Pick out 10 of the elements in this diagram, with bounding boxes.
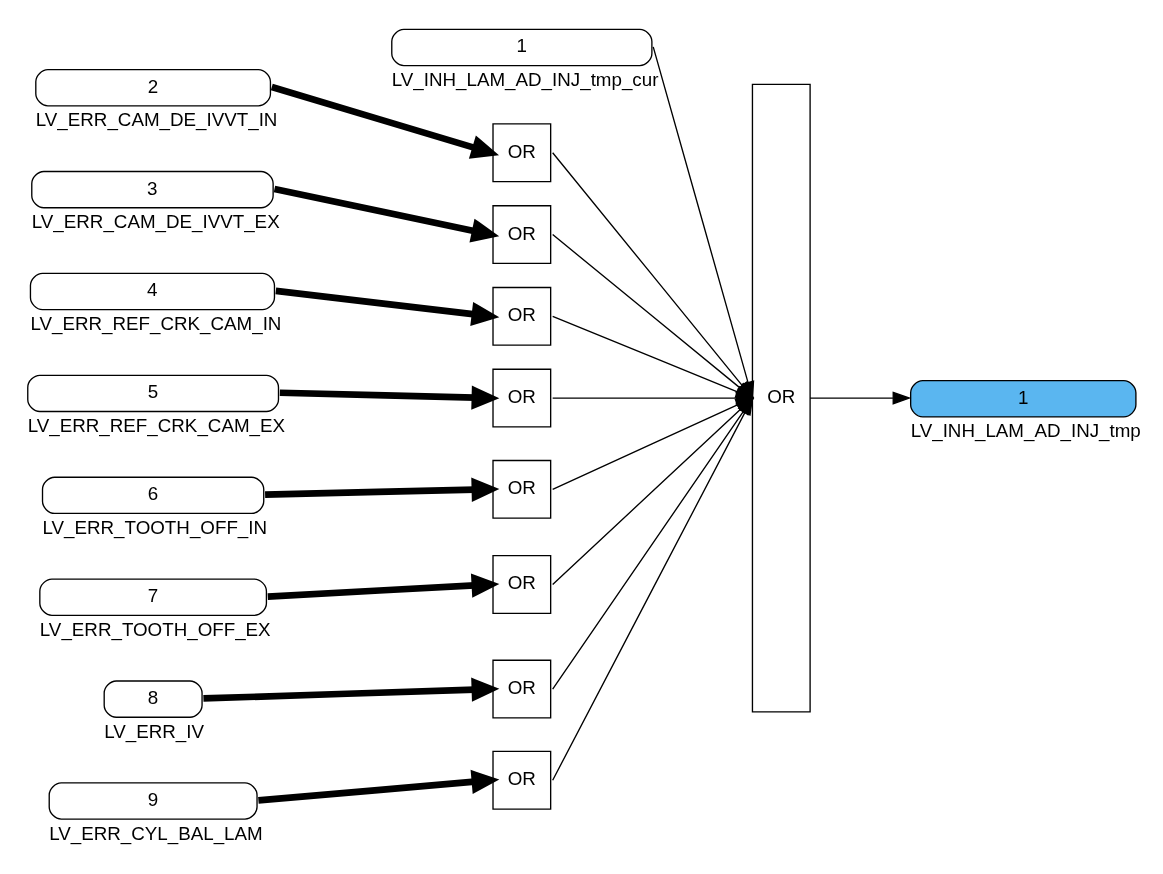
node-label: LV_ERR_REF_CRK_CAM_IN	[30, 313, 282, 335]
node-label: LV_ERR_TOOTH_OFF_EX	[39, 618, 271, 640]
node-label: LV_INH_LAM_AD_INJ_tmp_cur	[391, 68, 659, 90]
node-label: LV_ERR_IV	[104, 720, 204, 742]
node-label: LV_INH_LAM_AD_INJ_tmp	[910, 420, 1141, 442]
node-label: LV_ERR_CAM_DE_IVVT_IN	[35, 109, 278, 131]
node-label: LV_ERR_TOOTH_OFF_IN	[42, 516, 268, 538]
node-label: LV_ERR_CYL_BAL_LAM	[49, 822, 263, 844]
node-label: LV_ERR_CAM_DE_IVVT_EX	[31, 211, 280, 233]
node-label: LV_ERR_REF_CRK_CAM_EX	[27, 414, 286, 436]
